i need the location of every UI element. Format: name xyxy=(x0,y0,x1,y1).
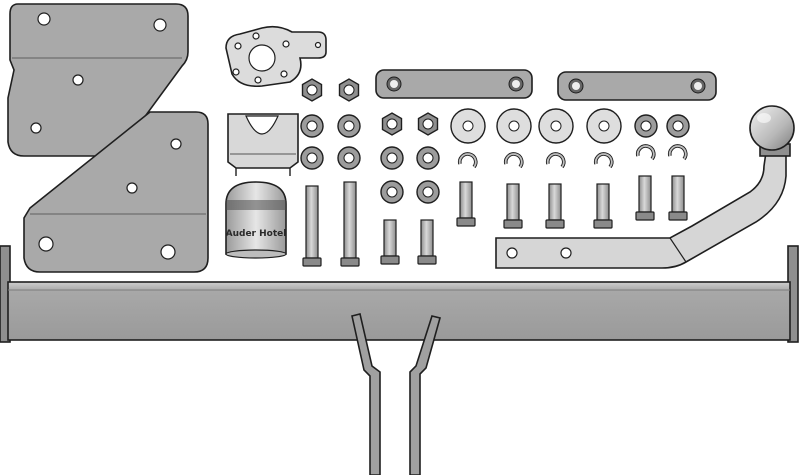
hex-nut xyxy=(381,112,403,136)
support-leg-left xyxy=(351,313,381,475)
hex-nut xyxy=(301,78,323,102)
bolt xyxy=(417,219,437,265)
hex-nut xyxy=(338,78,360,102)
hex-nut xyxy=(417,112,439,136)
flat-washer xyxy=(337,146,361,170)
bolt xyxy=(503,183,523,229)
socket-clamp-bracket xyxy=(227,113,299,176)
side-bracket-lower xyxy=(23,111,209,273)
spring-washer xyxy=(667,144,688,161)
flat-washer xyxy=(416,180,440,204)
bolt xyxy=(668,175,688,221)
spring-washer xyxy=(503,152,524,169)
bolt xyxy=(340,181,360,267)
flat-washer xyxy=(300,146,324,170)
bolt xyxy=(593,183,613,229)
bolts xyxy=(302,175,688,267)
flat-washer xyxy=(634,114,658,138)
bolt xyxy=(545,183,565,229)
large-washer xyxy=(496,108,532,144)
flat-washer xyxy=(416,146,440,170)
bolt xyxy=(380,219,400,265)
flat-washer xyxy=(666,114,690,138)
spring-washer xyxy=(635,144,656,161)
bolt xyxy=(456,181,476,227)
large-washer xyxy=(450,108,486,144)
cover-brand-label: Auder Hotel xyxy=(226,229,287,239)
socket-dust-cover: Auder Hotel xyxy=(225,181,287,259)
link-plate-2 xyxy=(557,71,717,101)
cross-beam xyxy=(0,245,799,343)
socket-mounting-plate xyxy=(225,25,327,88)
spring-washer xyxy=(593,152,614,169)
large-washer xyxy=(586,108,622,144)
spring-washer xyxy=(545,152,566,169)
link-plate-1 xyxy=(375,69,533,99)
bolt xyxy=(635,175,655,221)
bolt xyxy=(302,185,322,267)
flat-washer xyxy=(300,114,324,138)
large-washer xyxy=(538,108,574,144)
washers xyxy=(300,108,690,204)
tow-ball-arm xyxy=(495,105,795,269)
hex-nuts xyxy=(301,78,439,136)
spring-washer xyxy=(457,152,478,169)
support-leg-right xyxy=(409,315,441,475)
flat-washer xyxy=(380,146,404,170)
flat-washer xyxy=(380,180,404,204)
flat-washer xyxy=(337,114,361,138)
